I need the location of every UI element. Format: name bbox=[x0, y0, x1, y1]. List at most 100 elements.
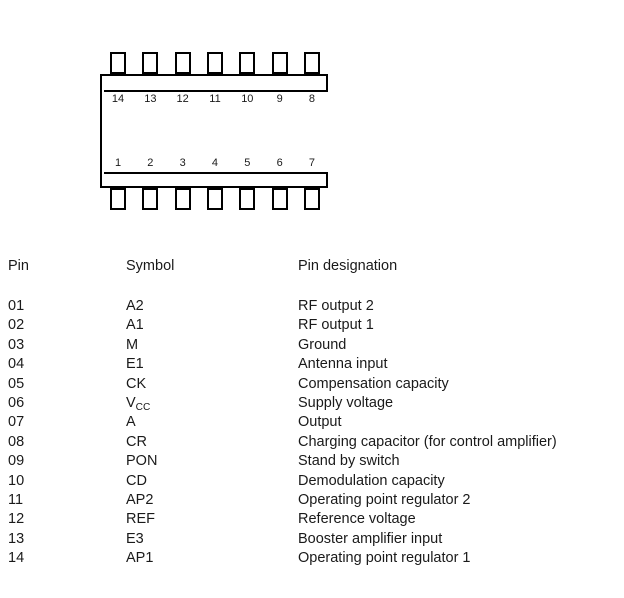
pin-number: 13 bbox=[144, 93, 157, 105]
column-header-pin: Pin bbox=[8, 258, 29, 274]
cell-pin: 05 bbox=[8, 375, 25, 392]
cell-designation: Charging capacitor (for control amplifie… bbox=[298, 433, 557, 450]
column-header-designation: Pin designation bbox=[298, 258, 398, 274]
cell-symbol: E3 bbox=[126, 531, 298, 547]
table-row: 05 CK Compensation capacity bbox=[8, 376, 616, 395]
pin-number: 5 bbox=[244, 157, 251, 169]
pin-number: 8 bbox=[308, 93, 316, 105]
symbol-text: CR bbox=[126, 433, 147, 450]
table-row: 11 AP2 Operating point regulator 2 bbox=[8, 492, 616, 511]
cell-pin: 12 bbox=[8, 511, 25, 528]
cell-pin: 01 bbox=[8, 298, 25, 314]
cell-designation: Supply voltage bbox=[298, 394, 394, 411]
cell-symbol: AP2 bbox=[126, 492, 298, 508]
pin-leg bbox=[239, 188, 256, 210]
cell-designation: Booster amplifier input bbox=[298, 530, 443, 547]
symbol-text: PON bbox=[126, 453, 158, 470]
pin-number: 11 bbox=[209, 93, 221, 105]
pin-number: 2 bbox=[147, 157, 154, 169]
pin-number: 7 bbox=[308, 157, 316, 169]
symbol-text: A2 bbox=[126, 298, 144, 314]
ic-package-diagram: 14 13 12 11 10 9 8 1 2 3 4 5 6 7 bbox=[100, 52, 328, 210]
table-row: 04 E1 Antenna input bbox=[8, 356, 616, 375]
cell-designation: Compensation capacity bbox=[298, 375, 449, 392]
cell-designation: RF output 2 bbox=[298, 298, 374, 314]
package-top-pin-numbers: 14 13 12 11 10 9 8 bbox=[110, 92, 320, 106]
cell-designation: Operating point regulator 2 bbox=[298, 491, 471, 508]
cell-symbol: PON bbox=[126, 453, 298, 469]
cell-designation: Reference voltage bbox=[298, 511, 416, 528]
cell-pin: 02 bbox=[8, 317, 25, 334]
package-body bbox=[100, 74, 328, 188]
pin-leg bbox=[110, 52, 126, 74]
cell-symbol: CR bbox=[126, 434, 298, 450]
pin-number: 3 bbox=[179, 157, 186, 169]
symbol-text: AP1 bbox=[126, 550, 154, 567]
column-header-symbol: Symbol bbox=[126, 258, 175, 274]
pin-number: 12 bbox=[176, 93, 189, 105]
table-row: 08 CR Charging capacitor (for control am… bbox=[8, 434, 616, 453]
pin-leg bbox=[271, 188, 288, 210]
cell-symbol: A2 bbox=[126, 298, 298, 314]
cell-symbol: CK bbox=[126, 376, 298, 392]
table-row: 07 A Output bbox=[8, 414, 616, 433]
symbol-text: E1 bbox=[126, 356, 144, 373]
pin-number: 4 bbox=[211, 157, 219, 169]
cell-pin: 14 bbox=[8, 550, 25, 567]
pin-number: 1 bbox=[114, 157, 122, 169]
pin-leg bbox=[303, 188, 320, 210]
cell-pin: 09 bbox=[8, 453, 25, 470]
pin-leg bbox=[206, 52, 223, 74]
pin-leg bbox=[142, 188, 159, 210]
pin-number: 10 bbox=[241, 93, 254, 105]
package-top-pin-legs bbox=[110, 52, 320, 74]
table-row: 09 PON Stand by switch bbox=[8, 453, 616, 472]
table-header-row: Pin Symbol Pin designation bbox=[8, 258, 616, 298]
cell-pin: 11 bbox=[8, 491, 24, 508]
cell-pin: 13 bbox=[8, 530, 25, 547]
pin-leg bbox=[174, 52, 191, 74]
pin-leg bbox=[303, 52, 320, 74]
cell-designation: Stand by switch bbox=[298, 453, 400, 470]
cell-pin: 08 bbox=[8, 433, 25, 450]
cell-pin: 07 bbox=[8, 414, 25, 431]
table-row: 01 A2 RF output 2 bbox=[8, 298, 616, 317]
package-body-inner bbox=[104, 90, 328, 174]
table-row: 06 VCC Supply voltage bbox=[8, 395, 616, 414]
table-row: 13 E3 Booster amplifier input bbox=[8, 531, 616, 550]
cell-pin: 10 bbox=[8, 472, 25, 489]
cell-symbol: A bbox=[126, 414, 298, 430]
table-row: 12 REF Reference voltage bbox=[8, 511, 616, 530]
table-row: 03 M Ground bbox=[8, 337, 616, 356]
cell-designation: Output bbox=[298, 414, 342, 431]
symbol-text: A bbox=[126, 414, 136, 431]
pin-leg bbox=[142, 52, 159, 74]
pin-leg bbox=[174, 188, 191, 210]
cell-symbol: CD bbox=[126, 473, 298, 489]
cell-designation: Ground bbox=[298, 336, 347, 353]
pin-leg bbox=[206, 188, 223, 210]
symbol-subscript: CC bbox=[135, 401, 151, 413]
cell-designation: RF output 1 bbox=[298, 317, 374, 334]
pin-number: 9 bbox=[276, 93, 283, 105]
pin-designation-table: Pin Symbol Pin designation 01 A2 RF outp… bbox=[8, 258, 616, 569]
symbol-text: CD bbox=[126, 472, 147, 489]
cell-pin: 03 bbox=[8, 336, 25, 353]
cell-symbol: REF bbox=[126, 511, 298, 527]
pin-leg bbox=[239, 52, 256, 74]
table-row: 14 AP1 Operating point regulator 1 bbox=[8, 550, 616, 569]
cell-symbol: M bbox=[126, 337, 298, 353]
cell-designation: Demodulation capacity bbox=[298, 472, 445, 489]
table-row: 10 CD Demodulation capacity bbox=[8, 473, 616, 492]
cell-designation: Operating point regulator 1 bbox=[298, 550, 471, 567]
package-bottom-pin-legs bbox=[110, 188, 320, 210]
cell-pin: 04 bbox=[8, 356, 25, 373]
symbol-text: M bbox=[126, 336, 139, 353]
cell-symbol: AP1 bbox=[126, 550, 298, 566]
symbol-text: A1 bbox=[126, 317, 144, 334]
table-row: 02 A1 RF output 1 bbox=[8, 317, 616, 336]
symbol-text: REF bbox=[126, 511, 155, 528]
pin-leg bbox=[271, 52, 288, 74]
pin-leg bbox=[110, 188, 126, 210]
symbol-text: E3 bbox=[126, 530, 144, 547]
